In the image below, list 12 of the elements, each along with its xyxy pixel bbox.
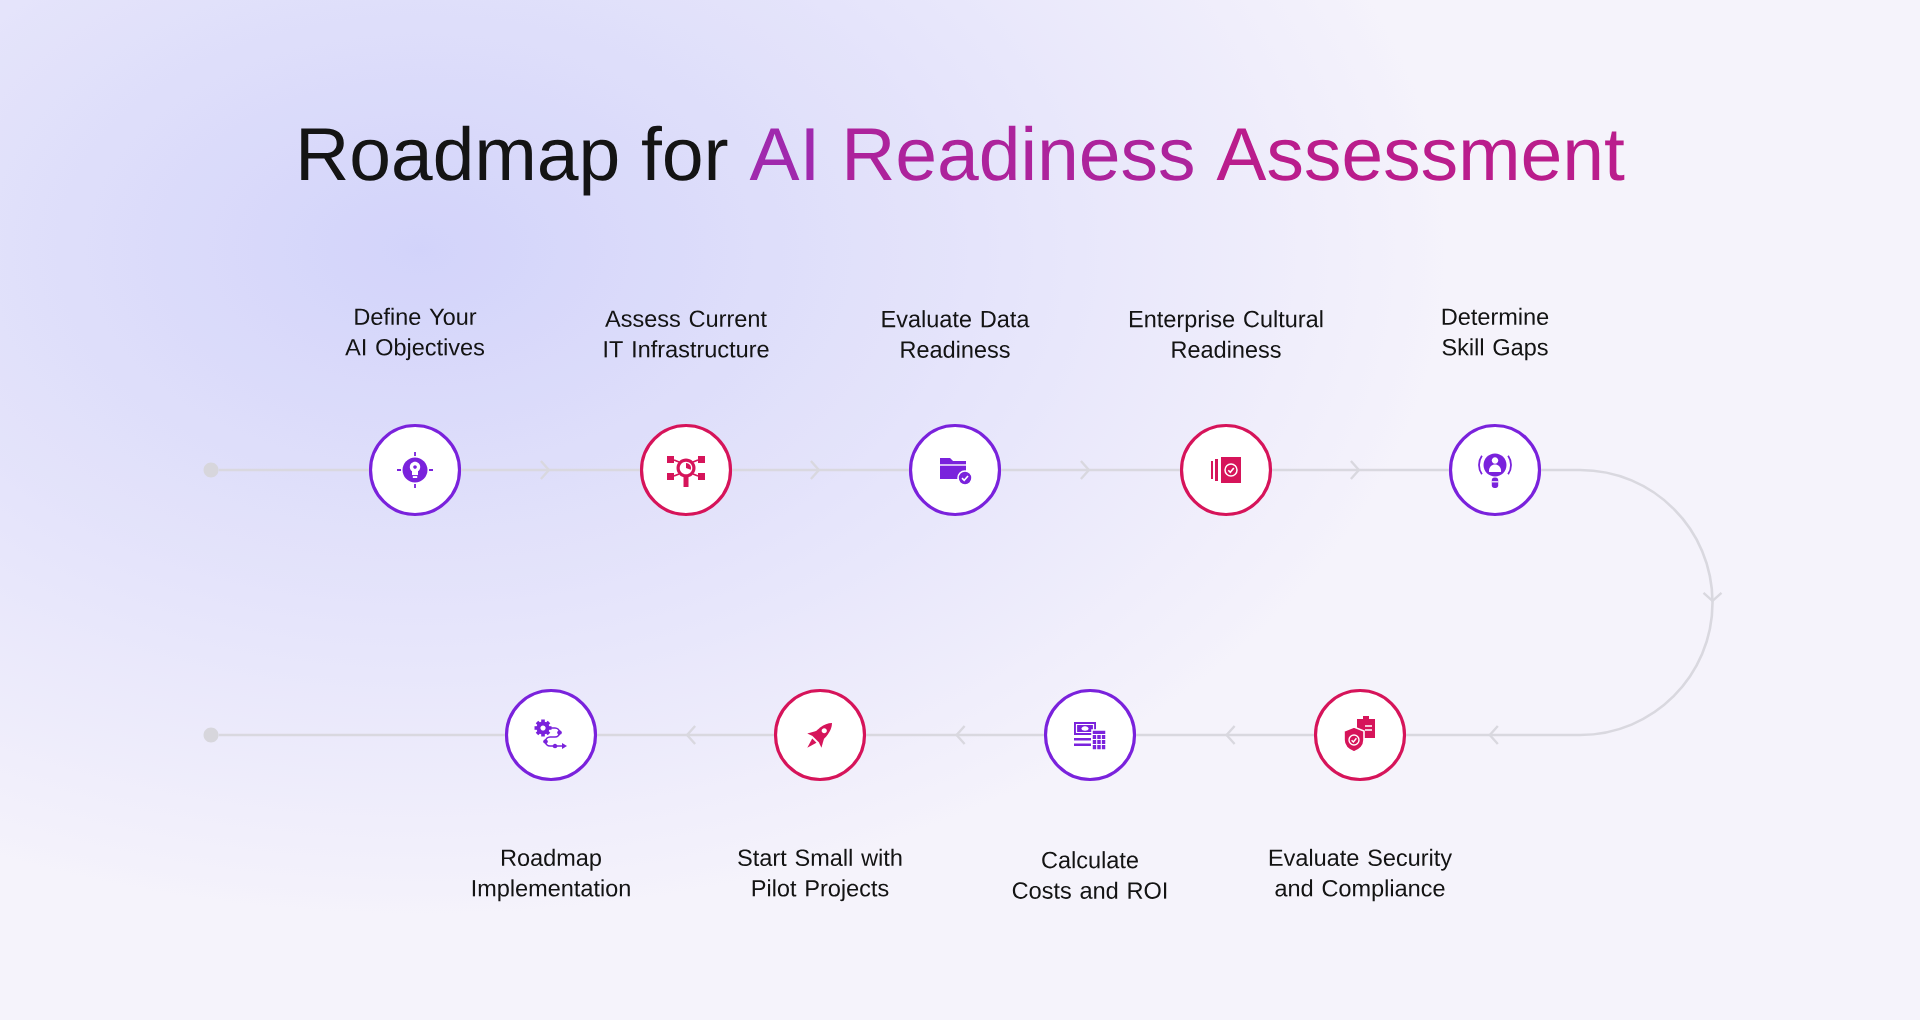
step-label: Start Small with Pilot Projects bbox=[738, 848, 902, 902]
step-label: Define Your AI Objectives bbox=[345, 307, 484, 361]
step-label: Determine Skill Gaps bbox=[1442, 307, 1549, 361]
title: Roadmap for AI Readiness Assessment bbox=[301, 125, 1625, 196]
step-label: Evaluate Data Readiness bbox=[882, 310, 1030, 358]
step-label: Enterprise Cultural Readiness bbox=[1130, 310, 1323, 358]
dot bbox=[203, 462, 219, 478]
step-label: Calculate Costs and ROI bbox=[1012, 851, 1167, 899]
step-label: Assess Current IT Infrastructure bbox=[604, 310, 769, 358]
dot bbox=[203, 727, 219, 743]
step-label: Evaluate Security and Compliance bbox=[1269, 848, 1452, 902]
step-label: Roadmap Implementation bbox=[472, 848, 630, 902]
